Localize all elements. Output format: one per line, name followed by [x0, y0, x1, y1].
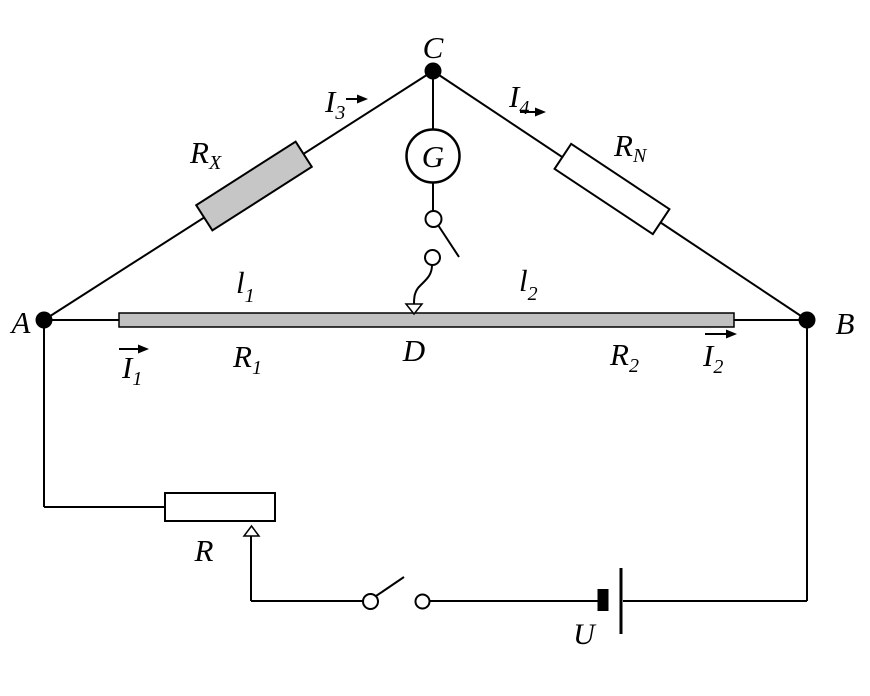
resistor-rn-body	[553, 142, 671, 236]
battery-negative-plate	[597, 589, 609, 611]
length-l1-label-sub: 1	[245, 285, 255, 307]
current-i4-label-base: I	[508, 79, 521, 114]
main-switch-contact-left	[362, 593, 379, 610]
resistor-r1-label: R1	[232, 339, 262, 379]
galvanometer-circle	[405, 128, 461, 184]
current-i3-label-sub: 3	[334, 102, 345, 124]
length-l2-label-base: l	[519, 263, 528, 298]
current-arrow-i1	[119, 344, 149, 354]
resistor-rx-label: RX	[189, 135, 222, 174]
resistor-rx-label-base: R	[189, 135, 209, 170]
galvo-switch-contact-top	[424, 210, 443, 228]
main-switch-contact-right	[414, 593, 431, 610]
current-i3-label-base: I	[324, 84, 337, 119]
length-l2-label: l2	[519, 263, 538, 305]
resistor-rx-body	[194, 140, 314, 232]
current-arrow-i4	[520, 107, 546, 117]
current-i2-label: I2	[702, 338, 723, 378]
current-i1-label-base: I	[121, 350, 134, 385]
resistor-rx-label-sub: X	[208, 152, 222, 174]
resistor-r2-label-sub: 2	[629, 355, 639, 377]
resistor-r1-label-sub: 1	[252, 357, 262, 379]
resistor-rx	[194, 140, 314, 232]
current-i2-label-base: I	[702, 338, 715, 373]
current-i2-label-sub: 2	[713, 356, 723, 378]
node-c-dot	[424, 62, 442, 80]
main-switch-blade	[375, 576, 405, 597]
current-arrow-i2	[705, 329, 737, 339]
galvo-switch-contact-bottom	[424, 249, 441, 266]
slide-wire-bar	[118, 312, 735, 328]
rheostat-slider-arrow	[242, 524, 261, 537]
current-i4-label-sub: 4	[519, 97, 529, 119]
current-arrow-i4-head	[535, 107, 546, 117]
node-c-label: C	[423, 30, 444, 65]
node-b-dot	[798, 311, 816, 329]
rheostat-label: R	[194, 533, 214, 568]
node-a-label: A	[10, 305, 32, 340]
node-a-dot	[35, 311, 53, 329]
current-arrow-i2-head	[726, 329, 737, 339]
current-i3-label: I3	[324, 84, 345, 124]
current-arrow-i3	[346, 94, 368, 104]
resistor-rn	[553, 142, 671, 236]
current-i4-label: I4	[508, 79, 529, 119]
jockey-arrow	[404, 303, 424, 316]
length-l1-label-base: l	[236, 265, 245, 300]
galvo-switch-blade	[437, 224, 460, 258]
resistor-rn-label-sub: N	[632, 145, 648, 167]
resistor-r1-label-base: R	[232, 339, 252, 374]
current-arrow-i3-head	[357, 94, 368, 104]
node-b-label: B	[836, 306, 855, 341]
node-d-label: D	[402, 333, 425, 368]
resistor-r2-label-base: R	[609, 337, 629, 372]
galvanometer-label: G	[422, 139, 444, 174]
resistor-rn-label-base: R	[613, 128, 633, 163]
length-l2-label-sub: 2	[528, 283, 538, 305]
length-l1-label: l1	[236, 265, 255, 307]
current-arrow-i1-head	[138, 344, 149, 354]
resistor-r2-label: R2	[609, 337, 639, 377]
resistor-rn-label: RN	[613, 128, 648, 167]
voltage-source-label: U	[573, 618, 597, 651]
rheostat-body	[164, 492, 276, 522]
jockey-wire	[413, 264, 433, 305]
current-i1-label: I1	[121, 350, 142, 390]
current-i1-label-sub: 1	[132, 368, 142, 390]
